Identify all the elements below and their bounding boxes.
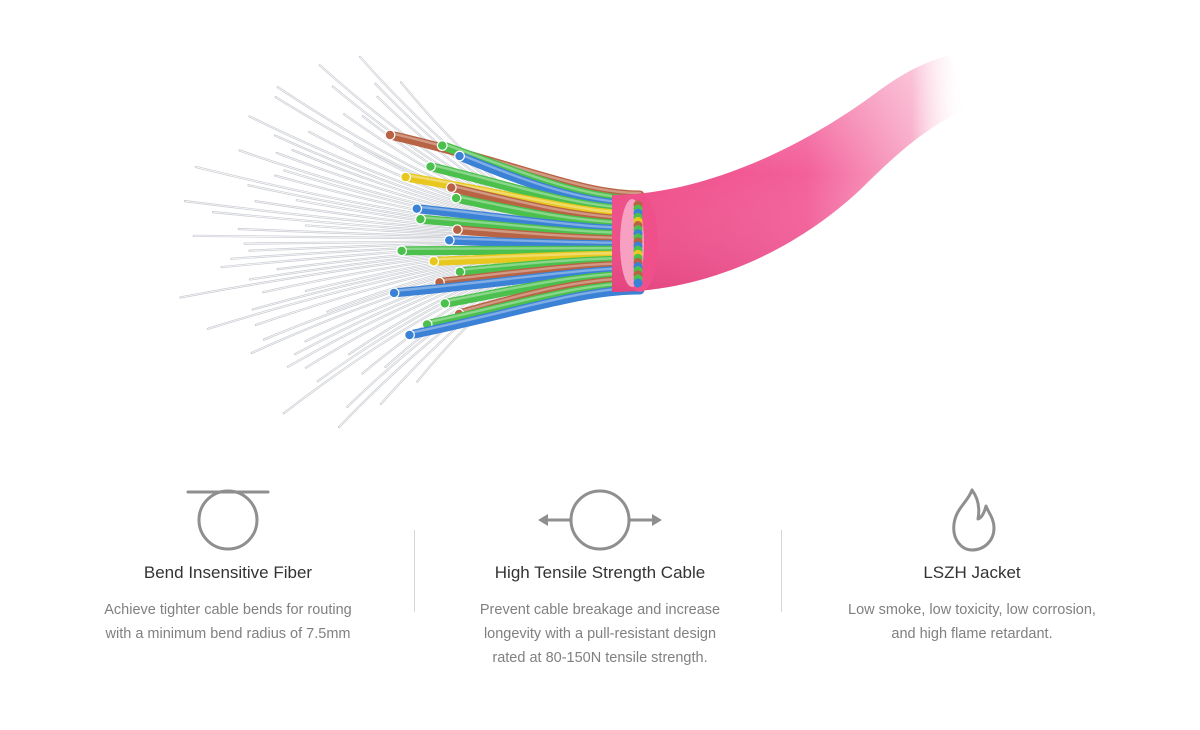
fiber-tube-end [633, 278, 643, 288]
fiber-end [415, 213, 426, 225]
feature-title: Bend Insensitive Fiber [143, 563, 313, 582]
feature-description-line: Low smoke, low toxicity, low corrosion, [848, 602, 1096, 618]
fiber-end [445, 182, 457, 194]
feature-lszh-jacket: LSZH Jacket Low smoke, low toxicity, low… [792, 486, 1152, 646]
fiber-end [443, 234, 455, 246]
feature-description: Low smoke, low toxicity, low corrosion, … [822, 598, 1122, 646]
divider [781, 530, 782, 612]
fiber-end [436, 140, 448, 151]
features-section: Bend Insensitive Fiber Achieve tighter c… [40, 486, 1160, 686]
colored-fiber-highlight [400, 246, 642, 250]
feature-description: Achieve tighter cable bends for routing … [78, 598, 378, 646]
fiber-end [439, 298, 451, 309]
hero-image [179, 55, 965, 429]
bend-loop-icon [186, 489, 270, 551]
tensile-arrows-icon [538, 489, 662, 551]
fiber-end [388, 287, 400, 299]
feature-bend-insensitive: Bend Insensitive Fiber Achieve tighter c… [48, 486, 408, 646]
feature-description-line: longevity with a pull-resistant design [483, 626, 717, 642]
divider [414, 530, 415, 612]
colored-fiber-highlight [388, 131, 642, 195]
flame-icon [952, 488, 996, 552]
fiber-end [396, 245, 408, 257]
fiber-end [454, 266, 466, 278]
fiber-end [384, 129, 396, 141]
feature-description: Prevent cable breakage and increase long… [450, 598, 750, 670]
fiber-end [451, 224, 463, 236]
feature-title: High Tensile Strength Cable [494, 563, 706, 582]
colored-fiber [397, 245, 645, 256]
feature-description-line: rated at 80-150N tensile strength. [492, 650, 708, 666]
fiber-end [428, 255, 440, 267]
fiber-end [400, 171, 412, 183]
feature-high-tensile: High Tensile Strength Cable Prevent cabl… [420, 486, 780, 670]
cable-jacket-shine [612, 55, 965, 292]
feature-title: LSZH Jacket [923, 563, 1021, 582]
feature-description-line: Prevent cable breakage and increase [479, 602, 721, 618]
feature-description-line: and high flame retardant. [891, 626, 1053, 642]
feature-description-line: Achieve tighter cable bends for routing [104, 602, 352, 618]
fiber-optic-cable-bundle-icon [179, 55, 965, 429]
fiber-end [404, 329, 415, 341]
fiber-end [411, 203, 423, 215]
fiber-end [450, 192, 462, 204]
feature-description-line: with a minimum bend radius of 7.5mm [105, 626, 351, 642]
cable-jacket [612, 55, 965, 292]
fiber-end [454, 150, 465, 162]
fiber-end [425, 161, 436, 172]
